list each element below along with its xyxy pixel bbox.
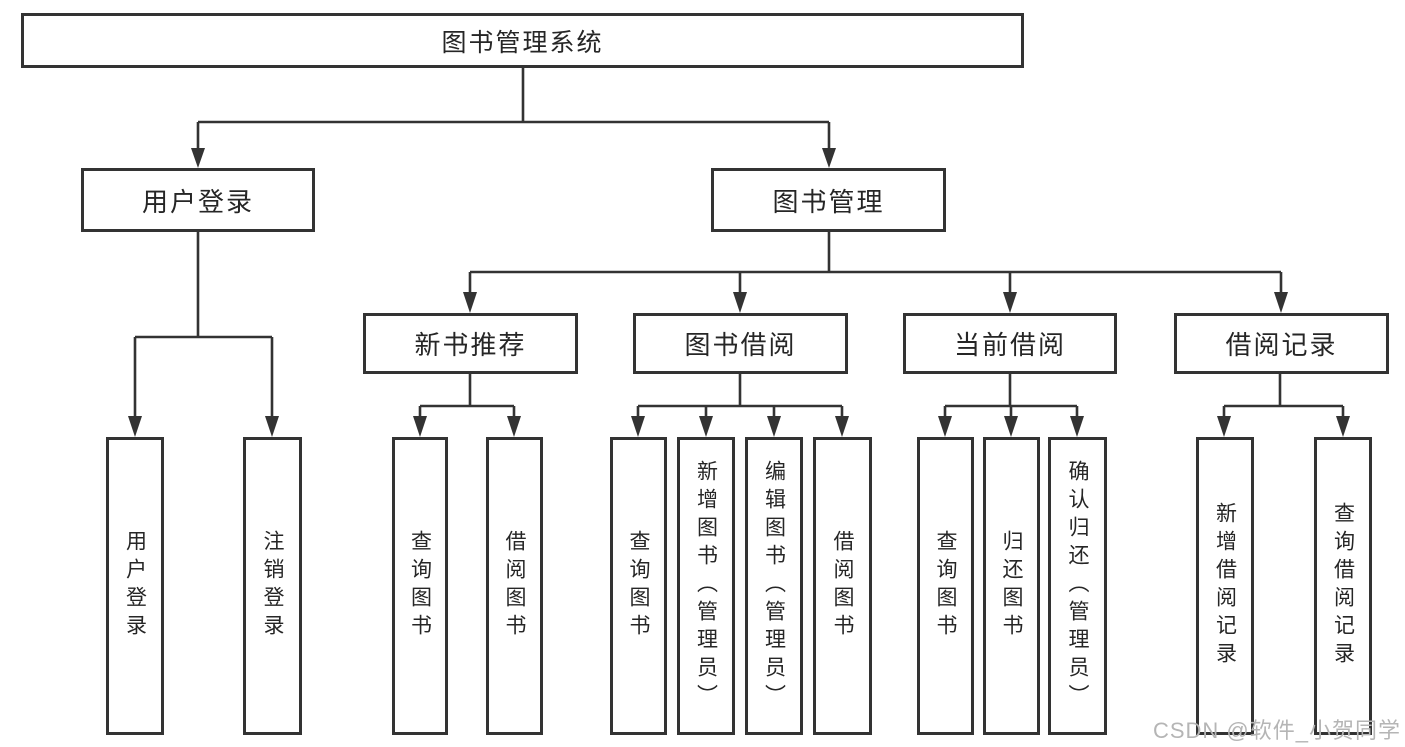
leaf-label: 确认归还（管理员） (1066, 460, 1089, 712)
leaf-label: 用户登录 (123, 530, 147, 642)
leaf-query-borrow-record: 查询借阅记录 (1314, 437, 1372, 735)
leaf-label: 查询借阅记录 (1331, 502, 1355, 670)
leaf-label: 借阅图书 (503, 530, 526, 642)
connector-newbooks-to-leaves (413, 374, 521, 437)
node-user-login-module: 用户登录 (81, 168, 315, 232)
leaf-borrow-books-1: 借阅图书 (486, 437, 543, 735)
node-book-management-module: 图书管理 (711, 168, 946, 232)
leaf-edit-books-admin: 编辑图书（管理员） (745, 437, 803, 735)
node-borrowing-records: 借阅记录 (1174, 313, 1389, 374)
leaf-label: 注销登录 (261, 530, 284, 642)
leaf-label: 借阅图书 (831, 530, 854, 642)
leaf-query-books-2: 查询图书 (610, 437, 667, 735)
leaf-user-login: 用户登录 (106, 437, 164, 735)
leaf-label: 归还图书 (1000, 530, 1023, 642)
node-new-book-recommend: 新书推荐 (363, 313, 578, 374)
leaf-label: 新增借阅记录 (1213, 502, 1237, 670)
node-current-borrowing: 当前借阅 (903, 313, 1117, 374)
leaf-label: 查询图书 (408, 530, 432, 642)
leaf-add-borrow-record: 新增借阅记录 (1196, 437, 1254, 735)
connector-root-to-level2 (191, 68, 836, 168)
leaf-logout: 注销登录 (243, 437, 302, 735)
leaf-borrow-books-2: 借阅图书 (813, 437, 872, 735)
leaf-query-books-1: 查询图书 (392, 437, 448, 735)
csdn-watermark: CSDN @软件_小贺同学 (1152, 718, 1401, 743)
leaf-label: 新增图书（管理员） (694, 460, 718, 712)
leaf-query-books-3: 查询图书 (917, 437, 974, 735)
leaf-return-books: 归还图书 (983, 437, 1040, 735)
node-root-library-system: 图书管理系统 (21, 13, 1024, 68)
leaf-confirm-return-admin: 确认归还（管理员） (1048, 437, 1107, 735)
leaf-label: 查询图书 (627, 530, 650, 642)
connector-userlogin-to-leaves (128, 232, 279, 437)
node-book-borrowing: 图书借阅 (633, 313, 848, 374)
connector-current-to-leaves (938, 374, 1084, 437)
connector-records-to-leaves (1217, 374, 1350, 437)
leaf-add-books-admin: 新增图书（管理员） (677, 437, 735, 735)
leaf-label: 编辑图书（管理员） (762, 460, 786, 712)
connector-bookmgmt-to-level3 (463, 232, 1288, 313)
leaf-label: 查询图书 (934, 530, 957, 642)
connector-borrow-to-leaves (631, 374, 849, 437)
